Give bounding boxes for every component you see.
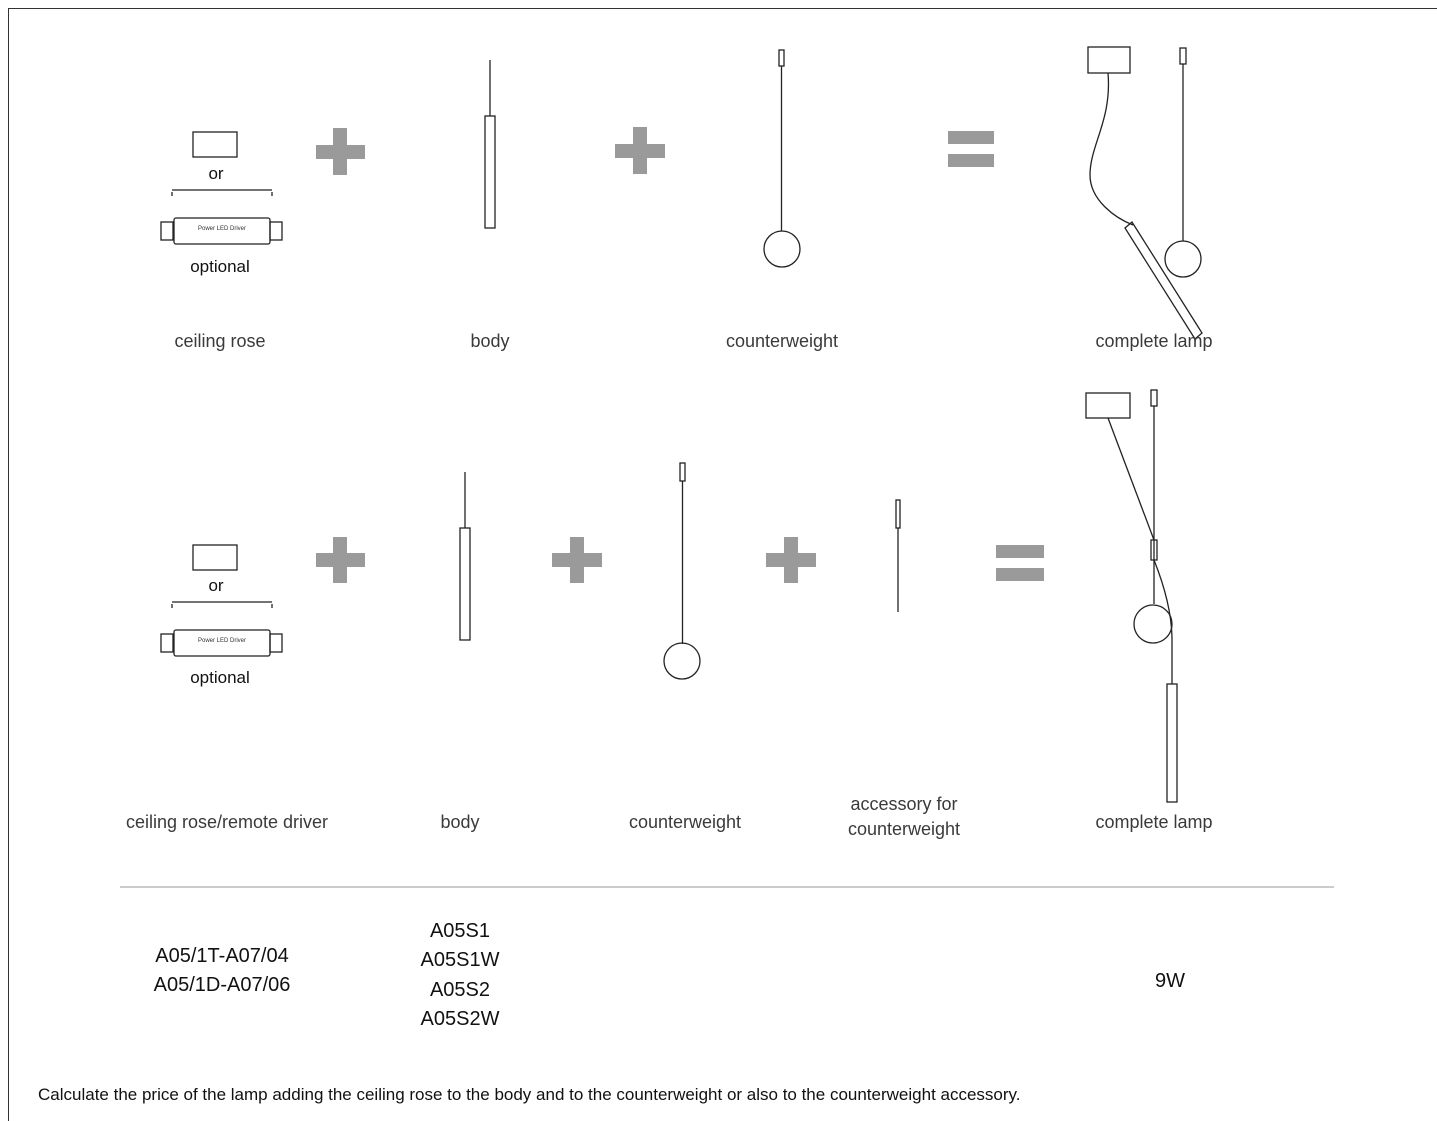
plus-icon-5 bbox=[766, 537, 816, 583]
label-body-2: body bbox=[440, 812, 480, 832]
page-frame bbox=[8, 8, 1437, 1121]
plus-icon-4 bbox=[552, 537, 602, 583]
ceiling-rose-box-2 bbox=[192, 544, 238, 571]
driver-text-2: Power LED Driver bbox=[198, 638, 246, 644]
or-text-1: or bbox=[208, 164, 224, 183]
equals-icon-2 bbox=[996, 545, 1044, 581]
label-ceiling-rose: ceiling rose bbox=[174, 331, 266, 351]
power-value: 9W bbox=[1155, 970, 1185, 992]
driver-text-1: Power LED Driver bbox=[198, 226, 246, 232]
counterweight-accessory bbox=[895, 499, 901, 612]
price-note: Calculate the price of the lamp adding t… bbox=[38, 1085, 1021, 1104]
body-2 bbox=[459, 472, 471, 641]
plus-icon-3 bbox=[316, 537, 365, 583]
label-accessory-line1: accessory for bbox=[850, 794, 958, 814]
body-1 bbox=[484, 60, 496, 229]
label-accessory-line2: counterweight bbox=[847, 819, 961, 839]
label-counterweight-2: counterweight bbox=[628, 812, 742, 832]
code-body-2: A05S1W bbox=[420, 949, 500, 971]
code-body-3: A05S2 bbox=[429, 979, 491, 1001]
code-body-1: A05S1 bbox=[429, 920, 491, 942]
optional-text-2: optional bbox=[190, 668, 250, 687]
label-complete-lamp-2: complete lamp bbox=[1095, 812, 1213, 832]
led-driver-2 bbox=[160, 601, 283, 657]
or-text-2: or bbox=[208, 576, 224, 595]
optional-text-1: optional bbox=[190, 257, 250, 276]
label-body-1: body bbox=[470, 331, 510, 351]
complete-lamp-2 bbox=[1085, 389, 1178, 803]
label-ceiling-rose-remote-driver: ceiling rose/remote driver bbox=[125, 812, 329, 832]
code-ceiling-rose-1: A05/1T-A07/04 bbox=[155, 945, 289, 967]
complete-lamp-1 bbox=[1087, 46, 1203, 340]
plus-icon-1 bbox=[316, 128, 365, 175]
label-counterweight-1: counterweight bbox=[725, 331, 839, 351]
equals-icon-1 bbox=[948, 131, 994, 167]
plus-icon-2 bbox=[615, 127, 665, 174]
label-complete-lamp-1: complete lamp bbox=[1095, 331, 1213, 351]
counterweight-1 bbox=[763, 49, 801, 268]
counterweight-2 bbox=[663, 462, 701, 680]
led-driver-1 bbox=[160, 189, 283, 245]
code-ceiling-rose-2: A05/1D-A07/06 bbox=[153, 974, 291, 996]
ceiling-rose-box-1 bbox=[192, 131, 238, 158]
code-body-4: A05S2W bbox=[420, 1008, 500, 1030]
